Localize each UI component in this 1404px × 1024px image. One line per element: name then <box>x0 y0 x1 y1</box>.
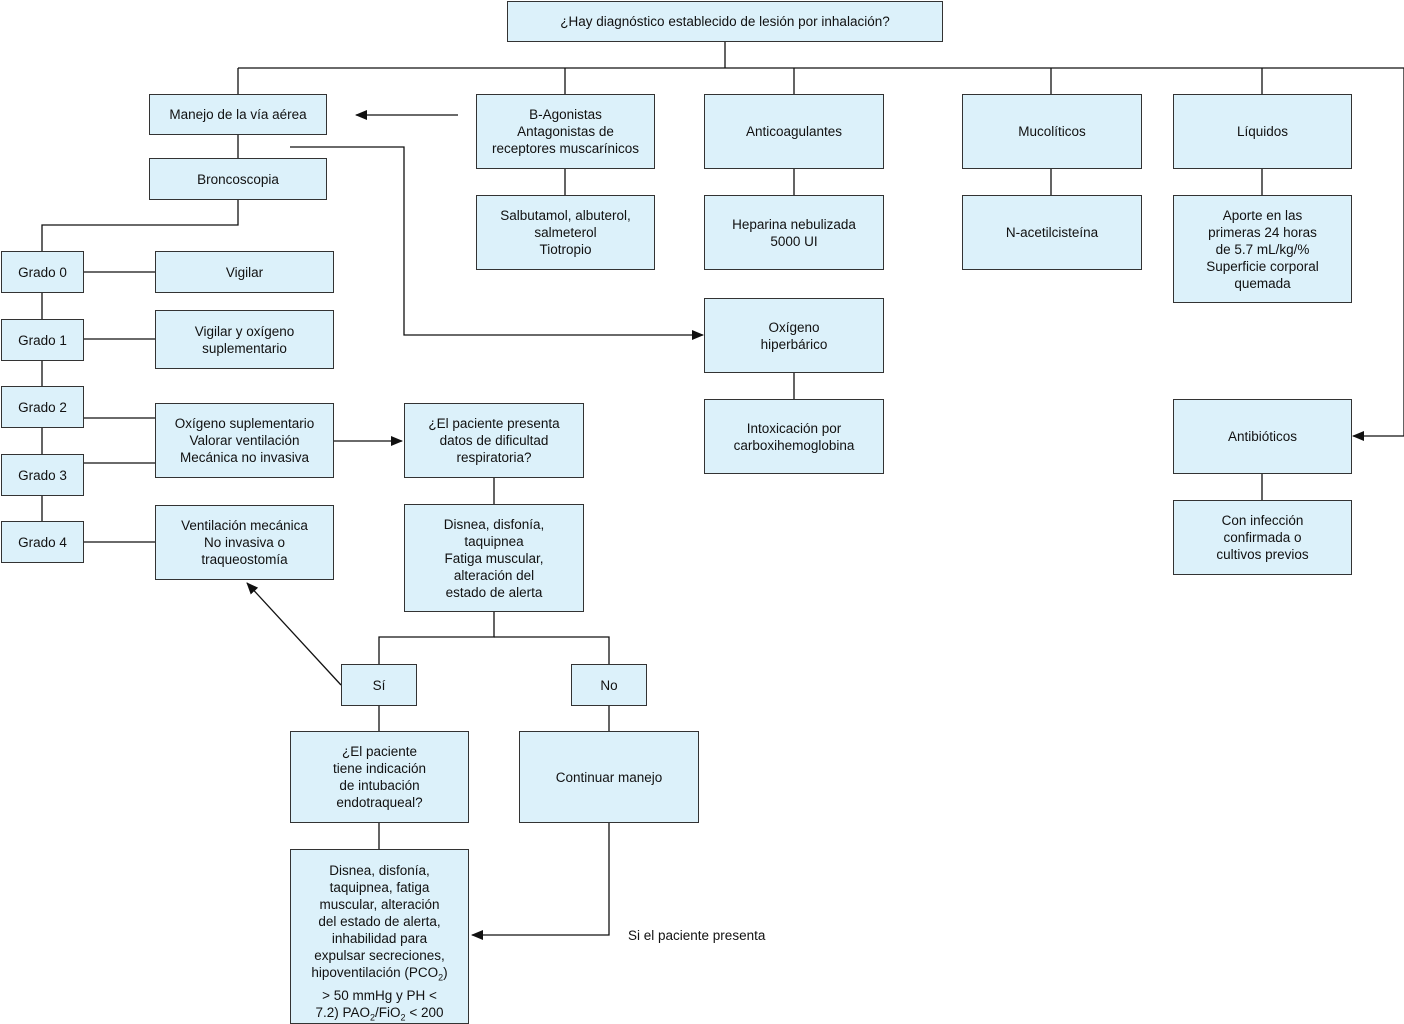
oxigeno-valorar-box: Oxígeno suplementario Valorar ventilació… <box>155 403 334 478</box>
agonistas-ejemplos-box: Salbutamol, albuterol, salmeterol Tiotro… <box>476 195 655 270</box>
si-paciente-presenta-label: Si el paciente presenta <box>628 928 766 943</box>
criterios-line-1: Disnea, disfonía, <box>329 863 430 878</box>
aporte-liquidos-box: Aporte en las primeras 24 horas de 5.7 m… <box>1173 195 1352 303</box>
fio2-subscript: 2 <box>400 1012 406 1023</box>
ventilacion-mecanica-box: Ventilación mecánica No invasiva o traqu… <box>155 505 334 580</box>
criterios-intubacion-box: Disnea, disfonía, taquipnea, fatiga musc… <box>290 849 469 1024</box>
pao2-text: 7.2) PAO <box>315 1004 371 1020</box>
pao2-subscript: 2 <box>370 1012 376 1023</box>
grado-2-box: Grado 2 <box>1 386 84 428</box>
infeccion-box: Con infección confirmada o cultivos prev… <box>1173 500 1352 575</box>
criterios-line-3: muscular, alteración <box>319 897 440 912</box>
vigilar-box: Vigilar <box>155 251 334 293</box>
grado-4-box: Grado 4 <box>1 521 84 563</box>
criterios-line-4: del estado de alerta, <box>318 914 441 929</box>
sintomas-box: Disnea, disfonía, taquipnea Fatiga muscu… <box>404 504 584 612</box>
mucoliticos-box: Mucolíticos <box>962 94 1142 169</box>
antibioticos-box: Antibióticos <box>1173 399 1352 474</box>
criterios-line-9: 7.2) PAO2/FiO2 < 200 <box>295 1004 464 1024</box>
grado-0-box: Grado 0 <box>1 251 84 293</box>
liquidos-box: Líquidos <box>1173 94 1352 169</box>
pco2-subscript: 2 <box>438 972 444 983</box>
oxigeno-hiperbarico-box: Oxígeno hiperbárico <box>704 298 884 373</box>
fio2-text: /FiO <box>375 1004 401 1020</box>
heparina-box: Heparina nebulizada 5000 UI <box>704 195 884 270</box>
intubacion-box: ¿El paciente tiene indicación de intubac… <box>290 731 469 823</box>
arrow-to-oxigeno-hiperbarico <box>290 146 704 340</box>
continuar-manejo-box: Continuar manejo <box>519 731 699 823</box>
manejo-via-aerea-box: Manejo de la vía aérea <box>149 94 327 135</box>
arrow-si-to-ventilacion <box>246 582 342 686</box>
question-main-box: ¿Hay diagnóstico establecido de lesión p… <box>507 1 943 42</box>
n-acetilcisteina-box: N-acetilcisteína <box>962 195 1142 270</box>
criterios-line-6: expulsar secreciones, <box>314 948 445 963</box>
no-box: No <box>571 664 647 706</box>
criterios-line-7: hipoventilación (PCO2) <box>295 964 464 987</box>
grado-3-box: Grado 3 <box>1 454 84 496</box>
vigilar-oxigeno-box: Vigilar y oxígeno suplementario <box>155 310 334 369</box>
arrow-to-criterios <box>471 823 610 940</box>
agonistas-box: Β-Agonistas Antagonistas de receptores m… <box>476 94 655 169</box>
anticoagulantes-box: Anticoagulantes <box>704 94 884 169</box>
pco2-text: hipoventilación (PCO <box>311 965 439 980</box>
criterios-line-8: > 50 mmHg y PH < <box>322 987 437 1003</box>
criterios-line-5: inhabilidad para <box>331 931 428 946</box>
si-box: Sí <box>341 664 417 706</box>
pco2-close: ) <box>443 965 448 980</box>
intoxicacion-box: Intoxicación por carboxihemoglobina <box>704 399 884 474</box>
criterios-line-2: taquipnea, fatiga <box>329 880 430 895</box>
broncoscopia-box: Broncoscopia <box>149 158 327 200</box>
pregunta-dificultad-box: ¿El paciente presenta datos de dificulta… <box>404 403 584 478</box>
ratio-text: < 200 <box>405 1004 444 1020</box>
grado-1-box: Grado 1 <box>1 319 84 361</box>
